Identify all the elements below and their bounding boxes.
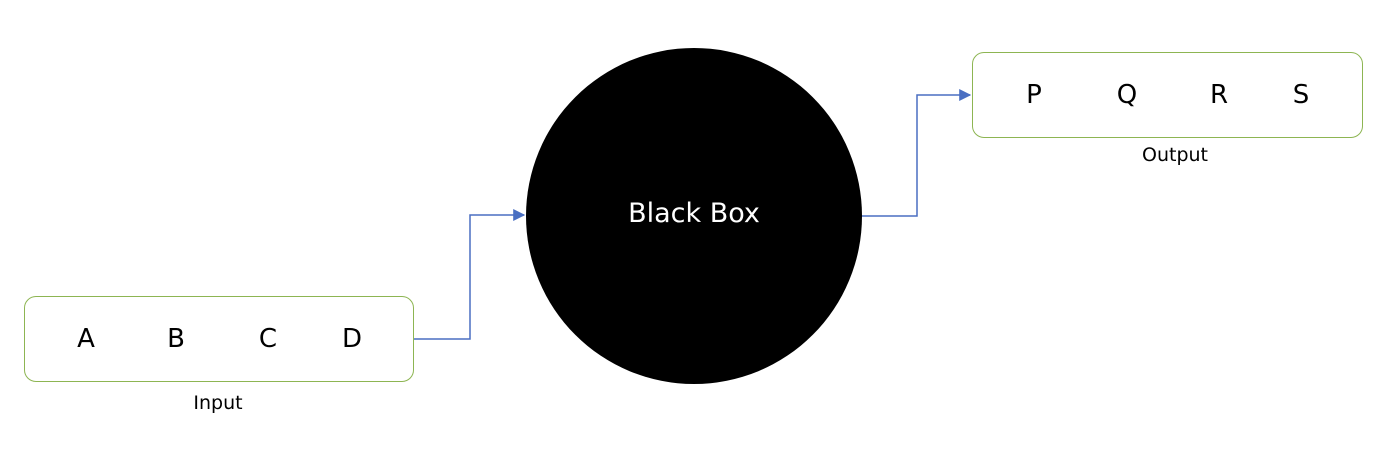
output-item-q: Q — [1116, 80, 1138, 110]
black-box-label: Black Box — [628, 198, 760, 229]
output-item-s: S — [1292, 80, 1310, 110]
input-item-a: A — [77, 324, 95, 354]
input-item-b: B — [167, 324, 185, 354]
blackbox-to-output-connector — [862, 89, 972, 217]
output-caption: Output — [1142, 144, 1208, 166]
input-item-d: D — [341, 324, 363, 354]
input-caption: Input — [193, 392, 243, 414]
black-box-circle — [526, 48, 862, 384]
output-item-r: R — [1209, 80, 1229, 110]
input-to-blackbox-connector — [414, 209, 526, 340]
output-box: P Q R S — [972, 52, 1363, 138]
input-box: A B C D — [24, 296, 414, 382]
output-item-p: P — [1026, 80, 1042, 110]
input-item-c: C — [258, 324, 278, 354]
